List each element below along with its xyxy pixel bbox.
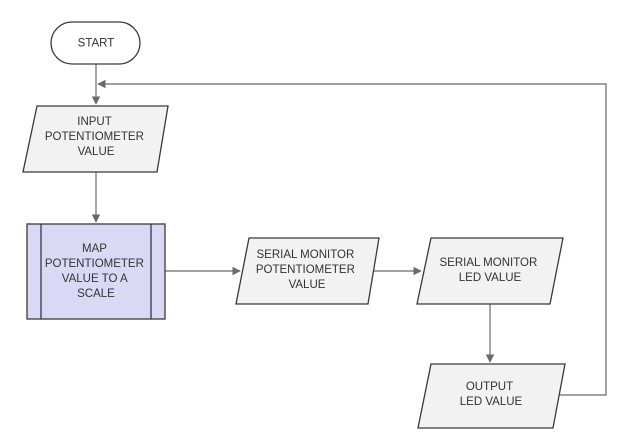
connectors [91,64,607,396]
serial-led-label-line: LED VALUE [459,272,522,284]
serial-pot-label-line: POTENTIOMETER [256,264,355,276]
output-label: OUTPUT LED VALUE [460,381,523,408]
map-label: MAP POTENTIOMETER VALUE TO A SCALE [45,243,147,300]
start-label-line: START [78,38,115,50]
map-label-line: SCALE [77,288,115,300]
serial-monitor-led-shape: SERIAL MONITOR LED VALUE [416,237,564,305]
input-label-line: VALUE [78,146,115,158]
input-label-line: POTENTIOMETER [45,131,144,143]
serial-pot-label-line: SERIAL MONITOR [257,249,355,261]
input-label: INPUT POTENTIOMETER VALUE [45,116,147,158]
map-label-line: POTENTIOMETER [45,258,144,270]
map-label-line: MAP [82,243,107,255]
serial-pot-label: SERIAL MONITOR POTENTIOMETER VALUE [256,249,358,291]
serial-monitor-pot-shape: SERIAL MONITOR POTENTIOMETER VALUE [235,237,380,305]
connector-output-loop-back [97,79,607,396]
output-label-line: LED VALUE [460,396,523,408]
serial-led-label-line: SERIAL MONITOR [440,257,538,269]
output-label-line: OUTPUT [466,381,513,393]
map-label-line: VALUE TO A [62,273,128,285]
start-terminal: START [50,21,141,65]
serial-led-label: SERIAL MONITOR LED VALUE [440,257,541,284]
start-label: START [78,38,115,50]
output-data-shape: OUTPUT LED VALUE [417,363,566,429]
input-label-line: INPUT [77,116,111,128]
input-data-shape: INPUT POTENTIOMETER VALUE [22,105,169,173]
map-process-shape: MAP POTENTIOMETER VALUE TO A SCALE [26,223,166,320]
serial-pot-label-line: VALUE [289,279,326,291]
